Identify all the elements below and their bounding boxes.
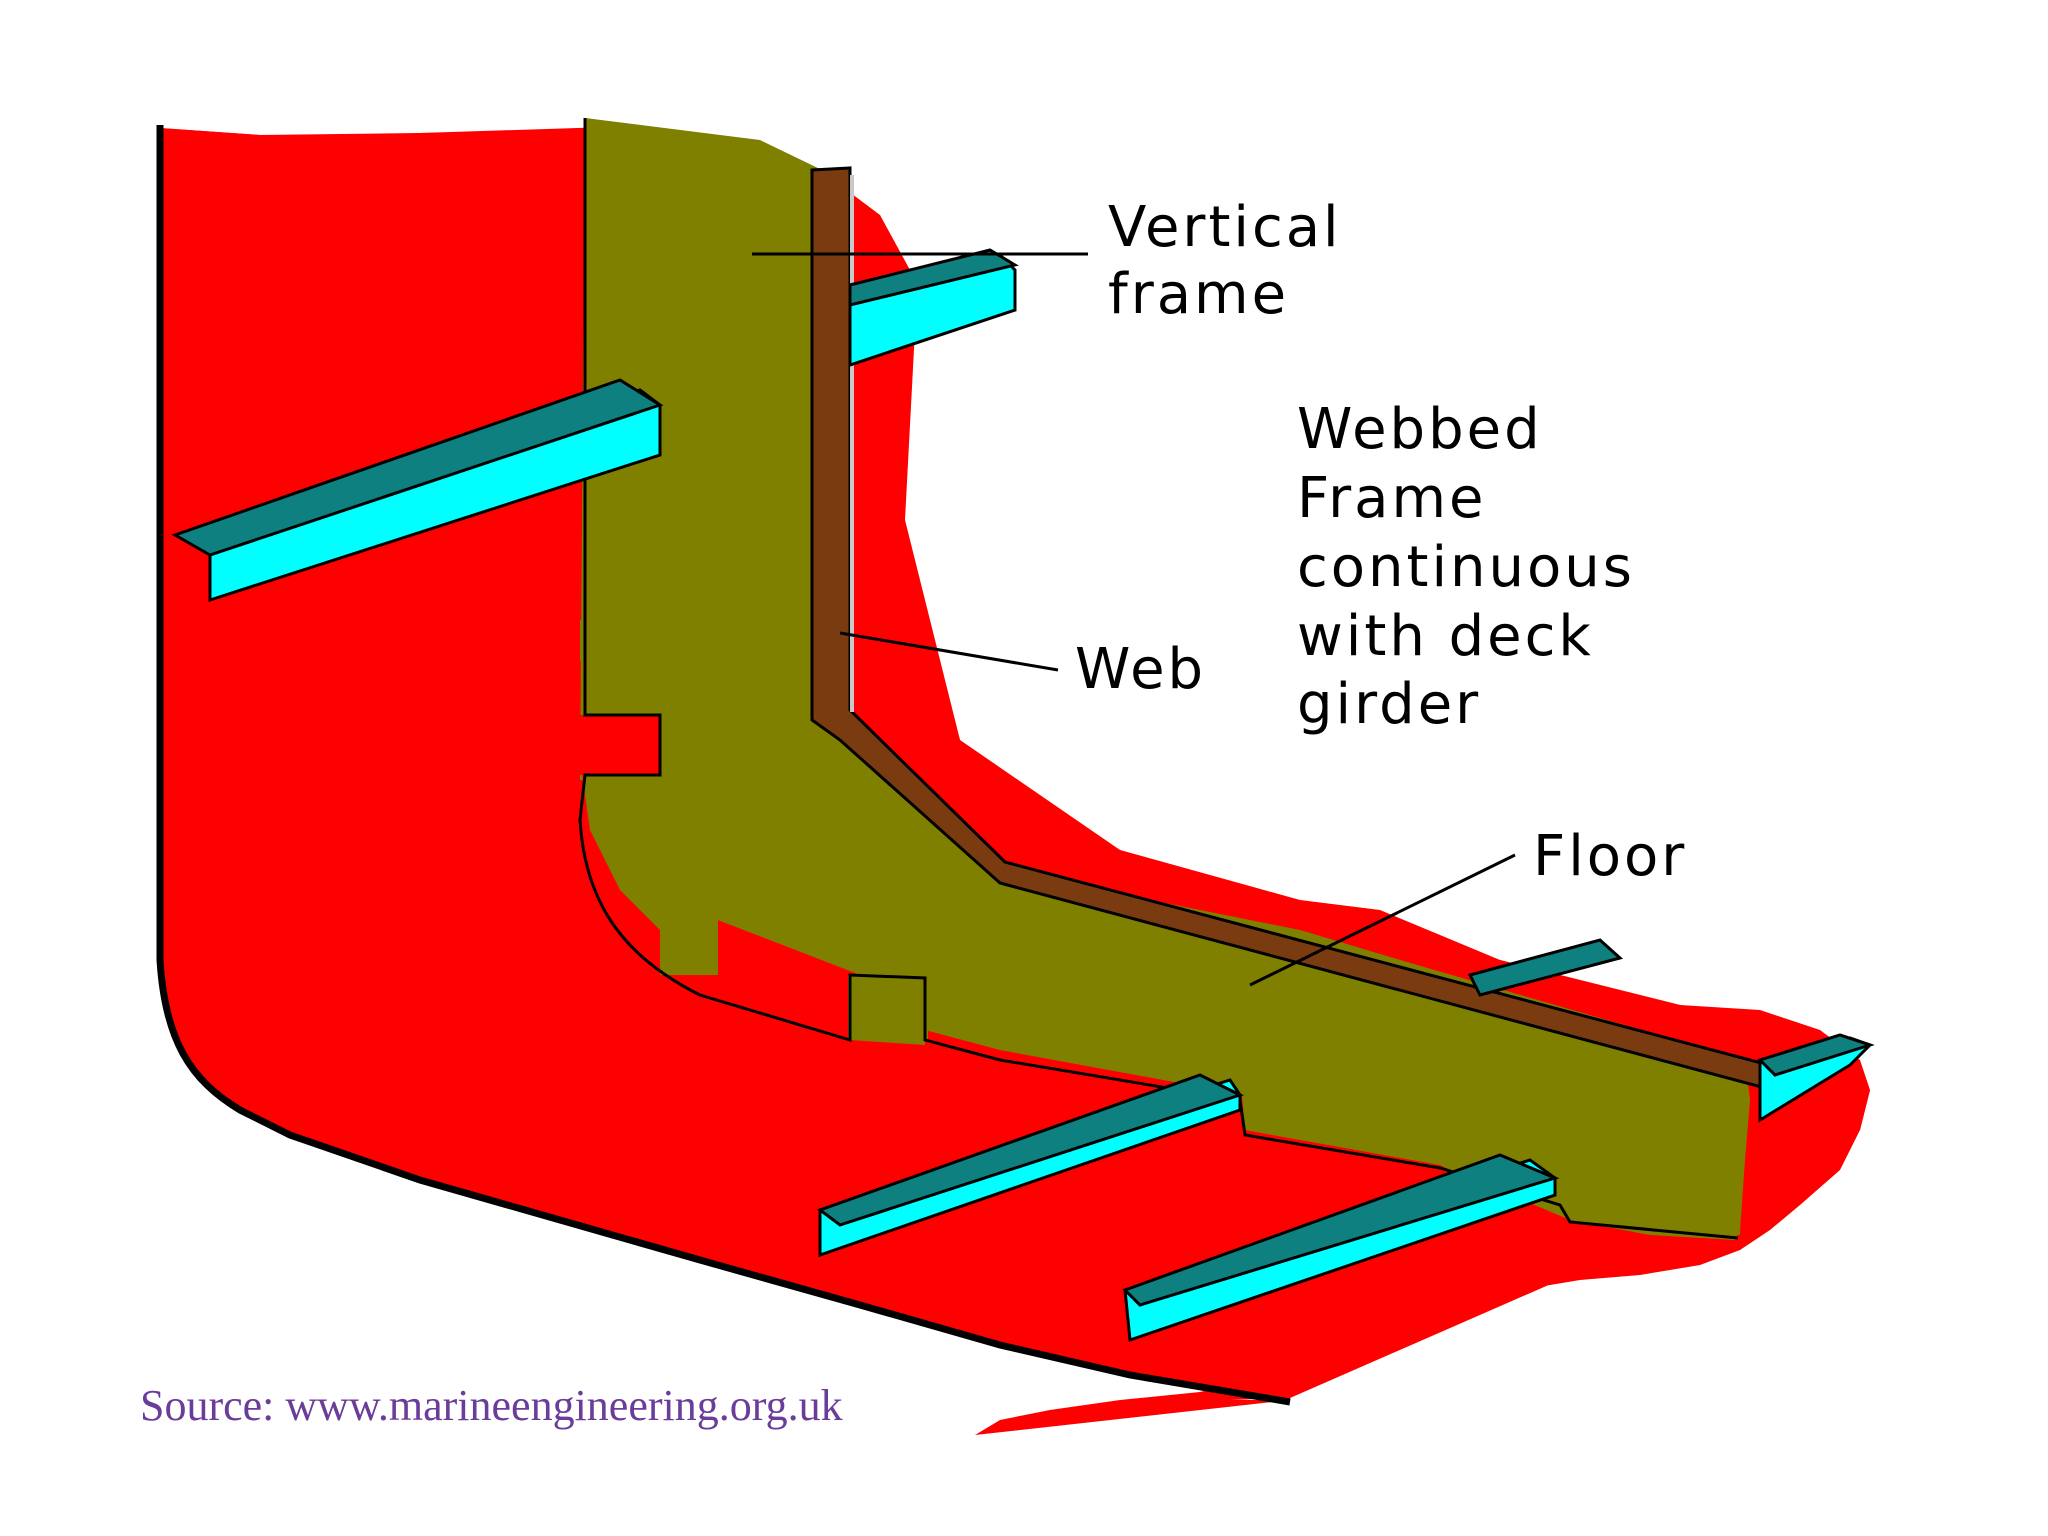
stiffener-bottom-3 [1467, 938, 1624, 997]
label-webbed-frame-line4: with deck [1297, 604, 1594, 669]
stiffener-side-upper [848, 248, 1019, 368]
leader-web [839, 631, 1059, 672]
label-web: Web [1075, 637, 1206, 702]
shell-edge [156, 125, 1291, 1406]
label-webbed-frame-line1: Webbed [1297, 397, 1543, 462]
label-vertical-frame-line2: frame [1108, 262, 1289, 327]
notch-upper [580, 715, 660, 775]
notch-lower-cut [850, 977, 925, 1045]
web-frame-outline [578, 118, 1739, 1240]
stiffener-side-lower [171, 378, 664, 603]
label-webbed-frame-line5: girder [1297, 672, 1481, 737]
stiffener-bottom-4 [1757, 1033, 1875, 1123]
leader-floor [1249, 853, 1516, 987]
label-webbed-frame-line2: Frame [1297, 466, 1486, 531]
label-vertical-frame-line1: Vertical [1108, 195, 1342, 260]
label-webbed-frame-line3: continuous [1297, 535, 1635, 600]
label-floor: Floor [1533, 824, 1687, 889]
web-frame-plate-main [580, 118, 1745, 1235]
stiffener-bottom-1 [816, 1073, 1244, 1258]
stiffener-bottom-2 [1122, 1153, 1560, 1343]
source-credit: Source: www.marineengineering.org.uk [140, 1381, 843, 1430]
